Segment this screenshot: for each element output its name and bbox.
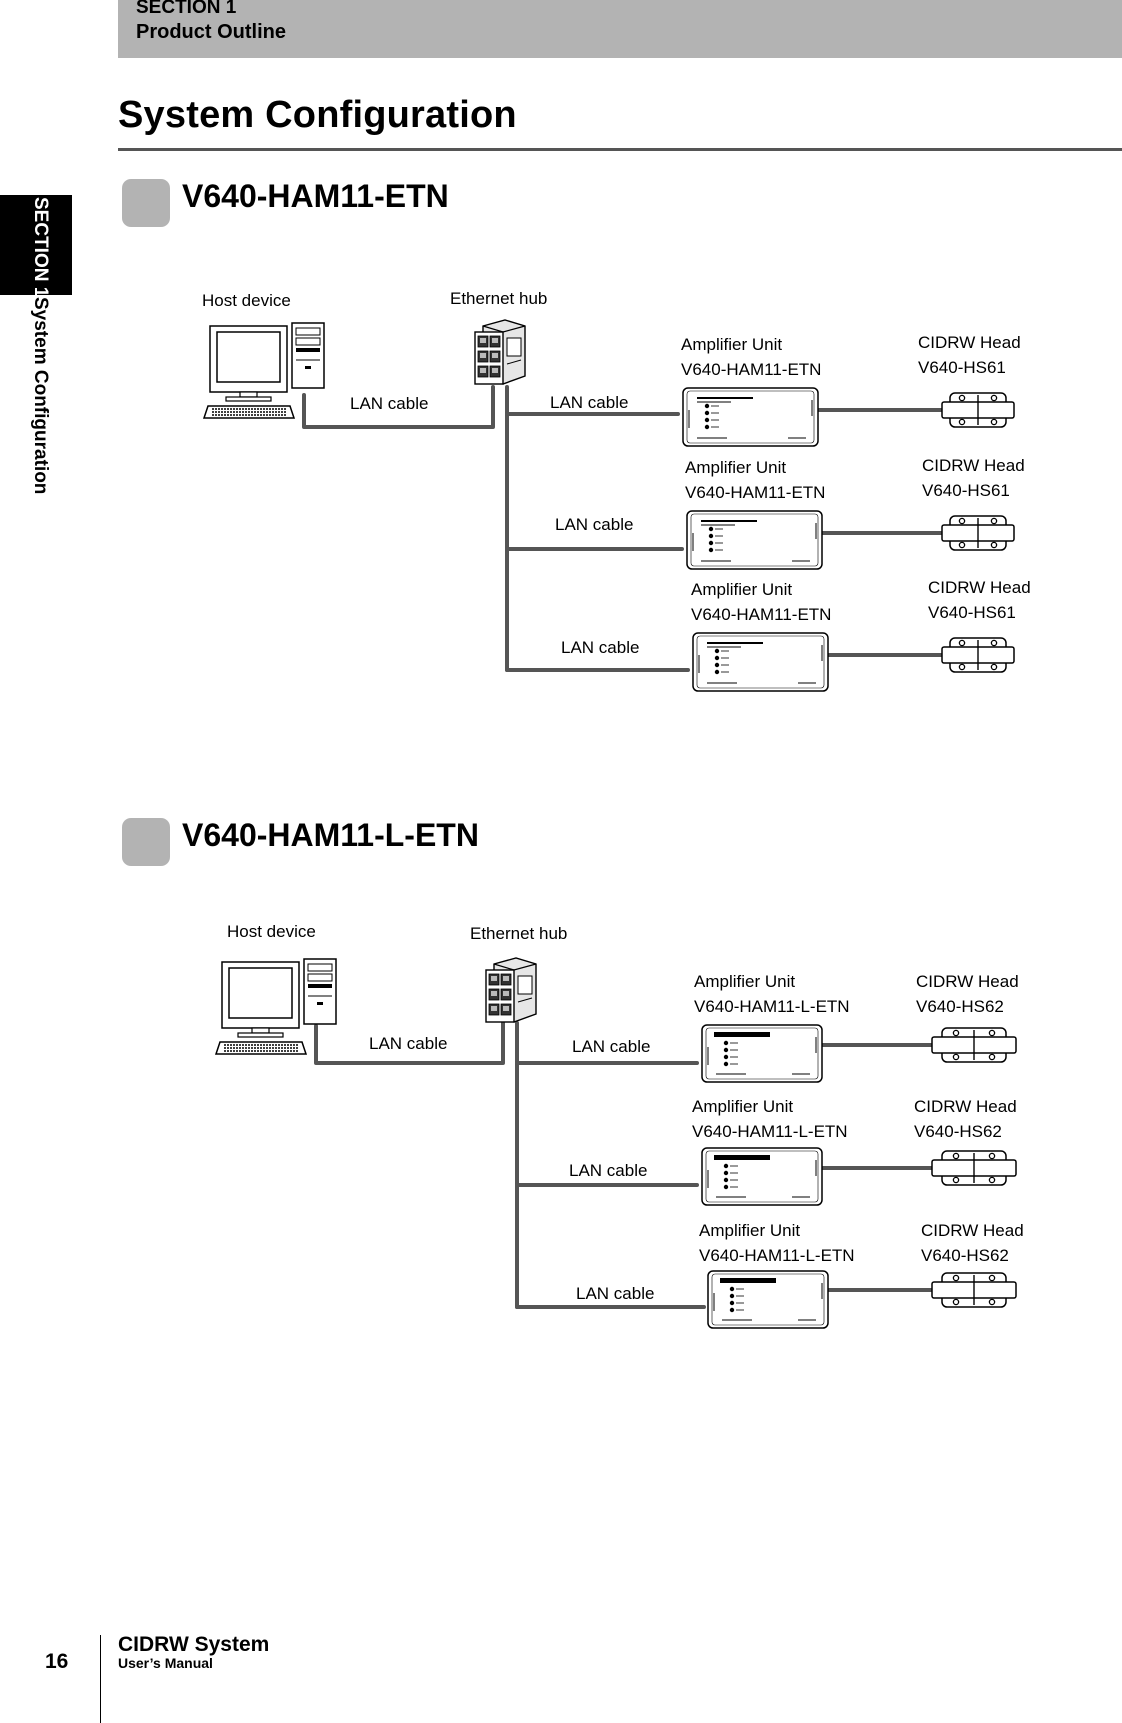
cidrw-head-icon <box>941 515 1015 551</box>
cidrw-head-icon <box>931 1272 1017 1308</box>
footer-title: CIDRW System <box>118 1633 270 1656</box>
ethernet-hub-icon <box>485 957 537 1023</box>
title-rule <box>118 148 1122 151</box>
side-tab-title: System Configuration <box>30 297 51 495</box>
amplifier-unit-icon <box>682 387 819 447</box>
footer-subtitle: User’s Manual <box>118 1655 213 1671</box>
host-computer-icon <box>202 322 325 419</box>
ethernet-hub-icon <box>474 319 526 385</box>
side-tab-marker <box>0 195 72 295</box>
ethernet-hub-label: Ethernet hub <box>470 924 568 943</box>
amplifier-unit-icon <box>701 1147 823 1206</box>
host-computer-icon <box>214 958 337 1055</box>
cidrw-head-icon <box>941 637 1015 673</box>
page-title: System Configuration <box>118 94 517 136</box>
side-tab: SECTION 1System Configuration <box>4 195 76 535</box>
page-number: 16 <box>45 1650 69 1673</box>
lan-cable-label: LAN cable <box>569 1161 648 1180</box>
cidrw-head-icon <box>931 1150 1017 1186</box>
amplifier-unit-icon <box>707 1270 829 1329</box>
lan-cable-label: LAN cable <box>572 1037 651 1056</box>
header-section-label: SECTION 1 <box>136 0 237 18</box>
section-marker <box>122 179 170 227</box>
host-device-label: Host device <box>227 922 316 941</box>
lan-cable-label: LAN cable <box>561 638 640 657</box>
lan-cable-label: LAN cable <box>550 393 629 412</box>
ethernet-hub-label: Ethernet hub <box>450 289 548 308</box>
lan-cable-label: LAN cable <box>555 515 634 534</box>
amplifier-unit-icon <box>692 632 829 692</box>
side-tab-section: SECTION 1 <box>30 197 51 298</box>
cidrw-head-icon <box>941 392 1015 428</box>
cidrw-head-icon <box>931 1027 1017 1063</box>
footer-rule <box>100 1635 101 1723</box>
section-heading-2: V640-HAM11-L-ETN <box>182 817 479 853</box>
lan-cable-label: LAN cable <box>369 1034 448 1053</box>
amplifier-unit-icon <box>686 510 823 570</box>
host-device-label: Host device <box>202 291 291 310</box>
amplifier-unit-icon <box>701 1024 823 1083</box>
header-section-title: Product Outline <box>136 21 286 43</box>
section-marker <box>122 818 170 866</box>
header-band <box>118 0 1122 58</box>
lan-cable-label: LAN cable <box>576 1284 655 1303</box>
lan-cable-label: LAN cable <box>350 394 429 413</box>
section-heading-1: V640-HAM11-ETN <box>182 178 449 214</box>
